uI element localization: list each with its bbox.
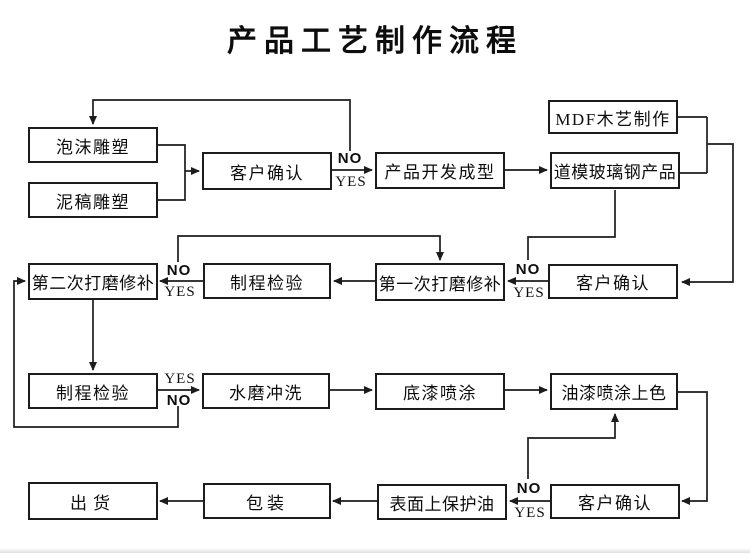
node-label: 第二次打磨修补 <box>31 274 155 293</box>
branch-yes-inspection2: YES <box>164 371 196 387</box>
branch-no-confirm3: NO <box>516 480 542 497</box>
edge-foam-to-junction <box>157 144 186 171</box>
node-foam-sculpture: 泡沫雕塑 <box>28 127 158 163</box>
node-process-inspection-1: 制程检验 <box>203 263 331 299</box>
node-water-sanding-rinse: 水磨冲洗 <box>202 373 330 409</box>
node-clay-sculpture: 泥稿雕塑 <box>28 182 158 218</box>
node-ship-out: 出货 <box>28 482 158 520</box>
edge-confirm2-no-to-fiberglass <box>527 190 616 260</box>
node-surface-protective-oil: 表面上保护油 <box>377 484 507 520</box>
node-label: 客户确认 <box>578 494 652 513</box>
node-label: 制程检验 <box>230 273 304 293</box>
node-label: 包装 <box>246 493 288 513</box>
node-label: 表面上保护油 <box>389 494 495 514</box>
branch-no-confirm1: NO <box>337 150 363 167</box>
node-label: MDF木艺制作 <box>555 109 671 129</box>
node-label: 道模玻璃钢产品 <box>553 163 677 182</box>
node-label: 泥稿雕塑 <box>56 192 130 212</box>
branch-no-inspection1: NO <box>166 262 192 279</box>
branch-yes-confirm2: YES <box>513 285 545 301</box>
node-customer-confirm-2: 客户确认 <box>548 264 678 299</box>
node-label: 油漆喷涂上色 <box>561 384 667 403</box>
node-label: 水磨冲洗 <box>229 383 303 403</box>
edge-paint-to-confirm3 <box>678 391 708 505</box>
node-label: 泡沫雕塑 <box>56 137 130 157</box>
branch-no-confirm2: NO <box>515 261 541 278</box>
scan-artifact-bottom-edge <box>0 548 750 553</box>
node-second-sanding-repair: 第二次打磨修补 <box>28 263 158 300</box>
edge-confirm3-no-to-paint <box>527 413 619 479</box>
node-packaging: 包装 <box>203 483 331 519</box>
node-label: 客户确认 <box>576 274 650 293</box>
node-customer-confirm-1: 客户确认 <box>202 152 332 190</box>
edge-confirm1-no-to-foam <box>89 99 351 151</box>
edge-clay-to-junction <box>157 171 186 201</box>
node-label: 第一次打磨修补 <box>378 274 502 294</box>
node-paint-spray-coloring: 油漆喷涂上色 <box>550 373 678 410</box>
edge-join-to-confirm2 <box>681 143 734 286</box>
node-label: 底漆喷涂 <box>403 384 477 403</box>
node-label: 制程检验 <box>56 383 130 403</box>
node-product-dev-molding: 产品开发成型 <box>375 152 505 189</box>
branch-yes-confirm1: YES <box>335 174 367 190</box>
node-process-inspection-2: 制程检验 <box>28 373 158 409</box>
node-fiberglass-mold-product: 道模玻璃钢产品 <box>550 152 680 189</box>
node-primer-spray: 底漆喷涂 <box>375 373 505 410</box>
edge-inspection1-no-to-firstsanding <box>177 235 444 262</box>
node-customer-confirm-3: 客户确认 <box>550 484 680 519</box>
edge-inspection2-no-loop <box>13 277 179 428</box>
node-mdf-woodcraft: MDF木艺制作 <box>548 100 678 134</box>
branch-no-inspection2: NO <box>166 392 192 409</box>
branch-yes-inspection1: YES <box>164 284 196 300</box>
branch-yes-confirm3: YES <box>514 505 546 521</box>
node-first-sanding-repair: 第一次打磨修补 <box>375 263 505 301</box>
node-label: 客户确认 <box>230 163 304 183</box>
page-title: 产品工艺制作流程 <box>227 25 523 58</box>
node-label: 产品开发成型 <box>384 163 496 182</box>
node-label: 出货 <box>70 493 116 513</box>
